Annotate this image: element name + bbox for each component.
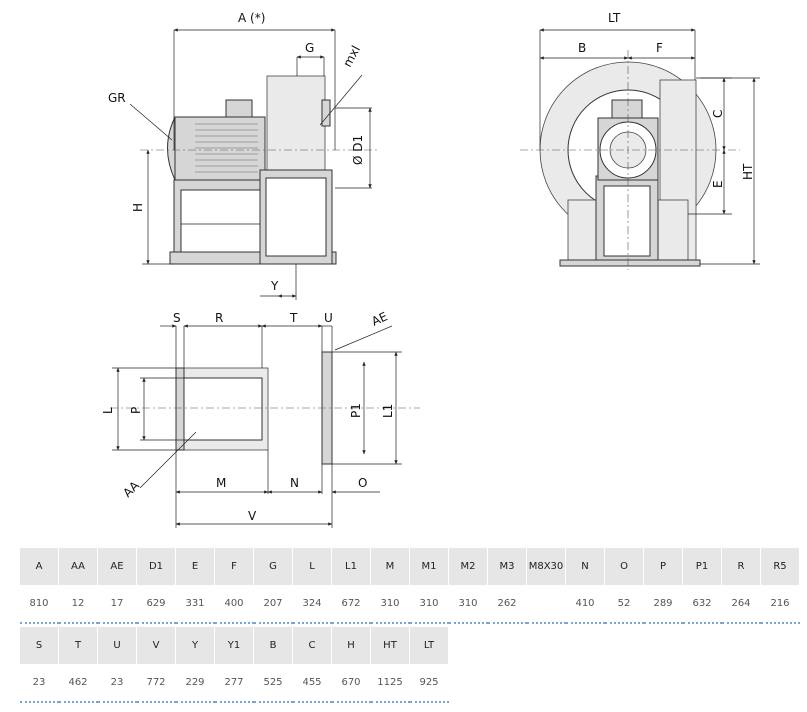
table-value-cell: 262 <box>487 585 527 624</box>
table-header-cell: G <box>253 548 293 585</box>
table-value-cell: 772 <box>136 664 176 703</box>
table-header-cell: M1 <box>409 548 449 585</box>
dim-label-r: R <box>215 311 223 325</box>
dim-label-o: O <box>358 476 367 490</box>
dim-label-ht: HT <box>741 163 755 180</box>
table-value-cell: 810 <box>20 585 59 624</box>
dim-label-ae: AE <box>369 309 389 328</box>
dim-label-d1: Ø D1 <box>351 135 365 165</box>
table-header-cell: R <box>721 548 761 585</box>
table-header-cell: M8X30 <box>526 548 566 585</box>
table-value-cell: 525 <box>253 664 293 703</box>
table-header-cell: M2 <box>448 548 488 585</box>
dim-label-lt: LT <box>608 11 621 25</box>
table-value-cell: 17 <box>97 585 137 624</box>
table-value-cell: 672 <box>331 585 371 624</box>
table-value-cell: 462 <box>58 664 98 703</box>
table-value-row: 23 462 23 772 229 277 525 455 670 1125 9… <box>20 664 449 703</box>
dim-label-h: H <box>131 203 145 212</box>
dim-label-c: C <box>711 110 725 118</box>
table-value-cell: 410 <box>565 585 605 624</box>
table-header-cell: HT <box>370 627 410 664</box>
dim-label-b: B <box>578 41 586 55</box>
table-header-cell: O <box>604 548 644 585</box>
table-value-cell: 632 <box>682 585 722 624</box>
dim-label-s: S <box>173 311 181 325</box>
table-value-cell: 331 <box>175 585 215 624</box>
table-header-cell: AA <box>58 548 98 585</box>
table-header-cell: C <box>292 627 332 664</box>
table-value-cell: 310 <box>448 585 488 624</box>
dim-label-f: F <box>656 41 663 55</box>
dimensions-table-2: S T U V Y Y1 B C H HT LT 23 462 23 772 2… <box>20 627 449 703</box>
table-value-cell: 629 <box>136 585 176 624</box>
dim-label-y: Y <box>270 279 279 293</box>
table-header-cell: U <box>97 627 137 664</box>
dim-label-p: P <box>129 407 143 414</box>
table-header-cell: AE <box>97 548 137 585</box>
dim-label-e: E <box>711 180 725 188</box>
table-header-cell: Y1 <box>214 627 254 664</box>
table-header-cell: S <box>20 627 59 664</box>
table-value-cell <box>526 585 566 624</box>
table-value-row: 810 12 17 629 331 400 207 324 672 310 31… <box>20 585 800 624</box>
table-value-cell: 289 <box>643 585 683 624</box>
table-header-cell: E <box>175 548 215 585</box>
dim-label-p1: P1 <box>349 403 363 418</box>
front-view: LT B F C E HT <box>520 11 760 270</box>
table-value-cell: 23 <box>97 664 137 703</box>
table-value-cell: 229 <box>175 664 215 703</box>
table-header-cell: P <box>643 548 683 585</box>
table-value-cell: 310 <box>409 585 449 624</box>
dim-label-m: M <box>216 476 226 490</box>
table-value-cell: 324 <box>292 585 332 624</box>
table-value-cell: 52 <box>604 585 644 624</box>
table-value-cell: 400 <box>214 585 254 624</box>
table-value-cell: 670 <box>331 664 371 703</box>
side-view: A (*) G mxl GR Ø D1 H Y <box>108 11 380 300</box>
dim-label-n: N <box>290 476 299 490</box>
dim-label-a: A (*) <box>238 11 265 25</box>
table-header-cell: L <box>292 548 332 585</box>
table-header-cell: R5 <box>760 548 800 585</box>
dim-label-l1: L1 <box>381 404 395 418</box>
table-value-cell: 1125 <box>370 664 410 703</box>
dimensions-table-1: A AA AE D1 E F G L L1 M M1 M2 M3 M8X30 N… <box>20 548 800 624</box>
dim-label-v: V <box>248 509 257 523</box>
table-header-cell: P1 <box>682 548 722 585</box>
dim-label-u: U <box>324 311 333 325</box>
table-header-cell: H <box>331 627 371 664</box>
table-header-cell: B <box>253 627 293 664</box>
table-value-cell: 455 <box>292 664 332 703</box>
table-value-cell: 925 <box>409 664 449 703</box>
dim-label-l: L <box>101 407 115 414</box>
dim-label-aa: AA <box>120 478 142 500</box>
table-value-cell: 277 <box>214 664 254 703</box>
table-header-cell: F <box>214 548 254 585</box>
table-header-row: A AA AE D1 E F G L L1 M M1 M2 M3 M8X30 N… <box>20 548 800 585</box>
outlet-view: S R T U AE L P P1 L1 AA M N O V <box>101 309 420 528</box>
table-header-row: S T U V Y Y1 B C H HT LT <box>20 627 449 664</box>
table-header-cell: Y <box>175 627 215 664</box>
table-header-cell: M <box>370 548 410 585</box>
dim-label-t: T <box>289 311 298 325</box>
table-header-cell: LT <box>409 627 449 664</box>
table-header-cell: T <box>58 627 98 664</box>
table-value-cell: 216 <box>760 585 800 624</box>
table-value-cell: 23 <box>20 664 59 703</box>
table-header-cell: A <box>20 548 59 585</box>
table-header-cell: L1 <box>331 548 371 585</box>
table-value-cell: 264 <box>721 585 761 624</box>
table-value-cell: 310 <box>370 585 410 624</box>
table-value-cell: 12 <box>58 585 98 624</box>
dim-label-gr: GR <box>108 91 126 105</box>
dim-label-g: G <box>305 41 314 55</box>
dim-label-mxl: mxl <box>340 43 363 69</box>
table-value-cell: 207 <box>253 585 293 624</box>
table-header-cell: N <box>565 548 605 585</box>
technical-drawing: A (*) G mxl GR Ø D1 H Y LT B <box>101 11 760 528</box>
table-header-cell: D1 <box>136 548 176 585</box>
table-header-cell: V <box>136 627 176 664</box>
table-header-cell: M3 <box>487 548 527 585</box>
